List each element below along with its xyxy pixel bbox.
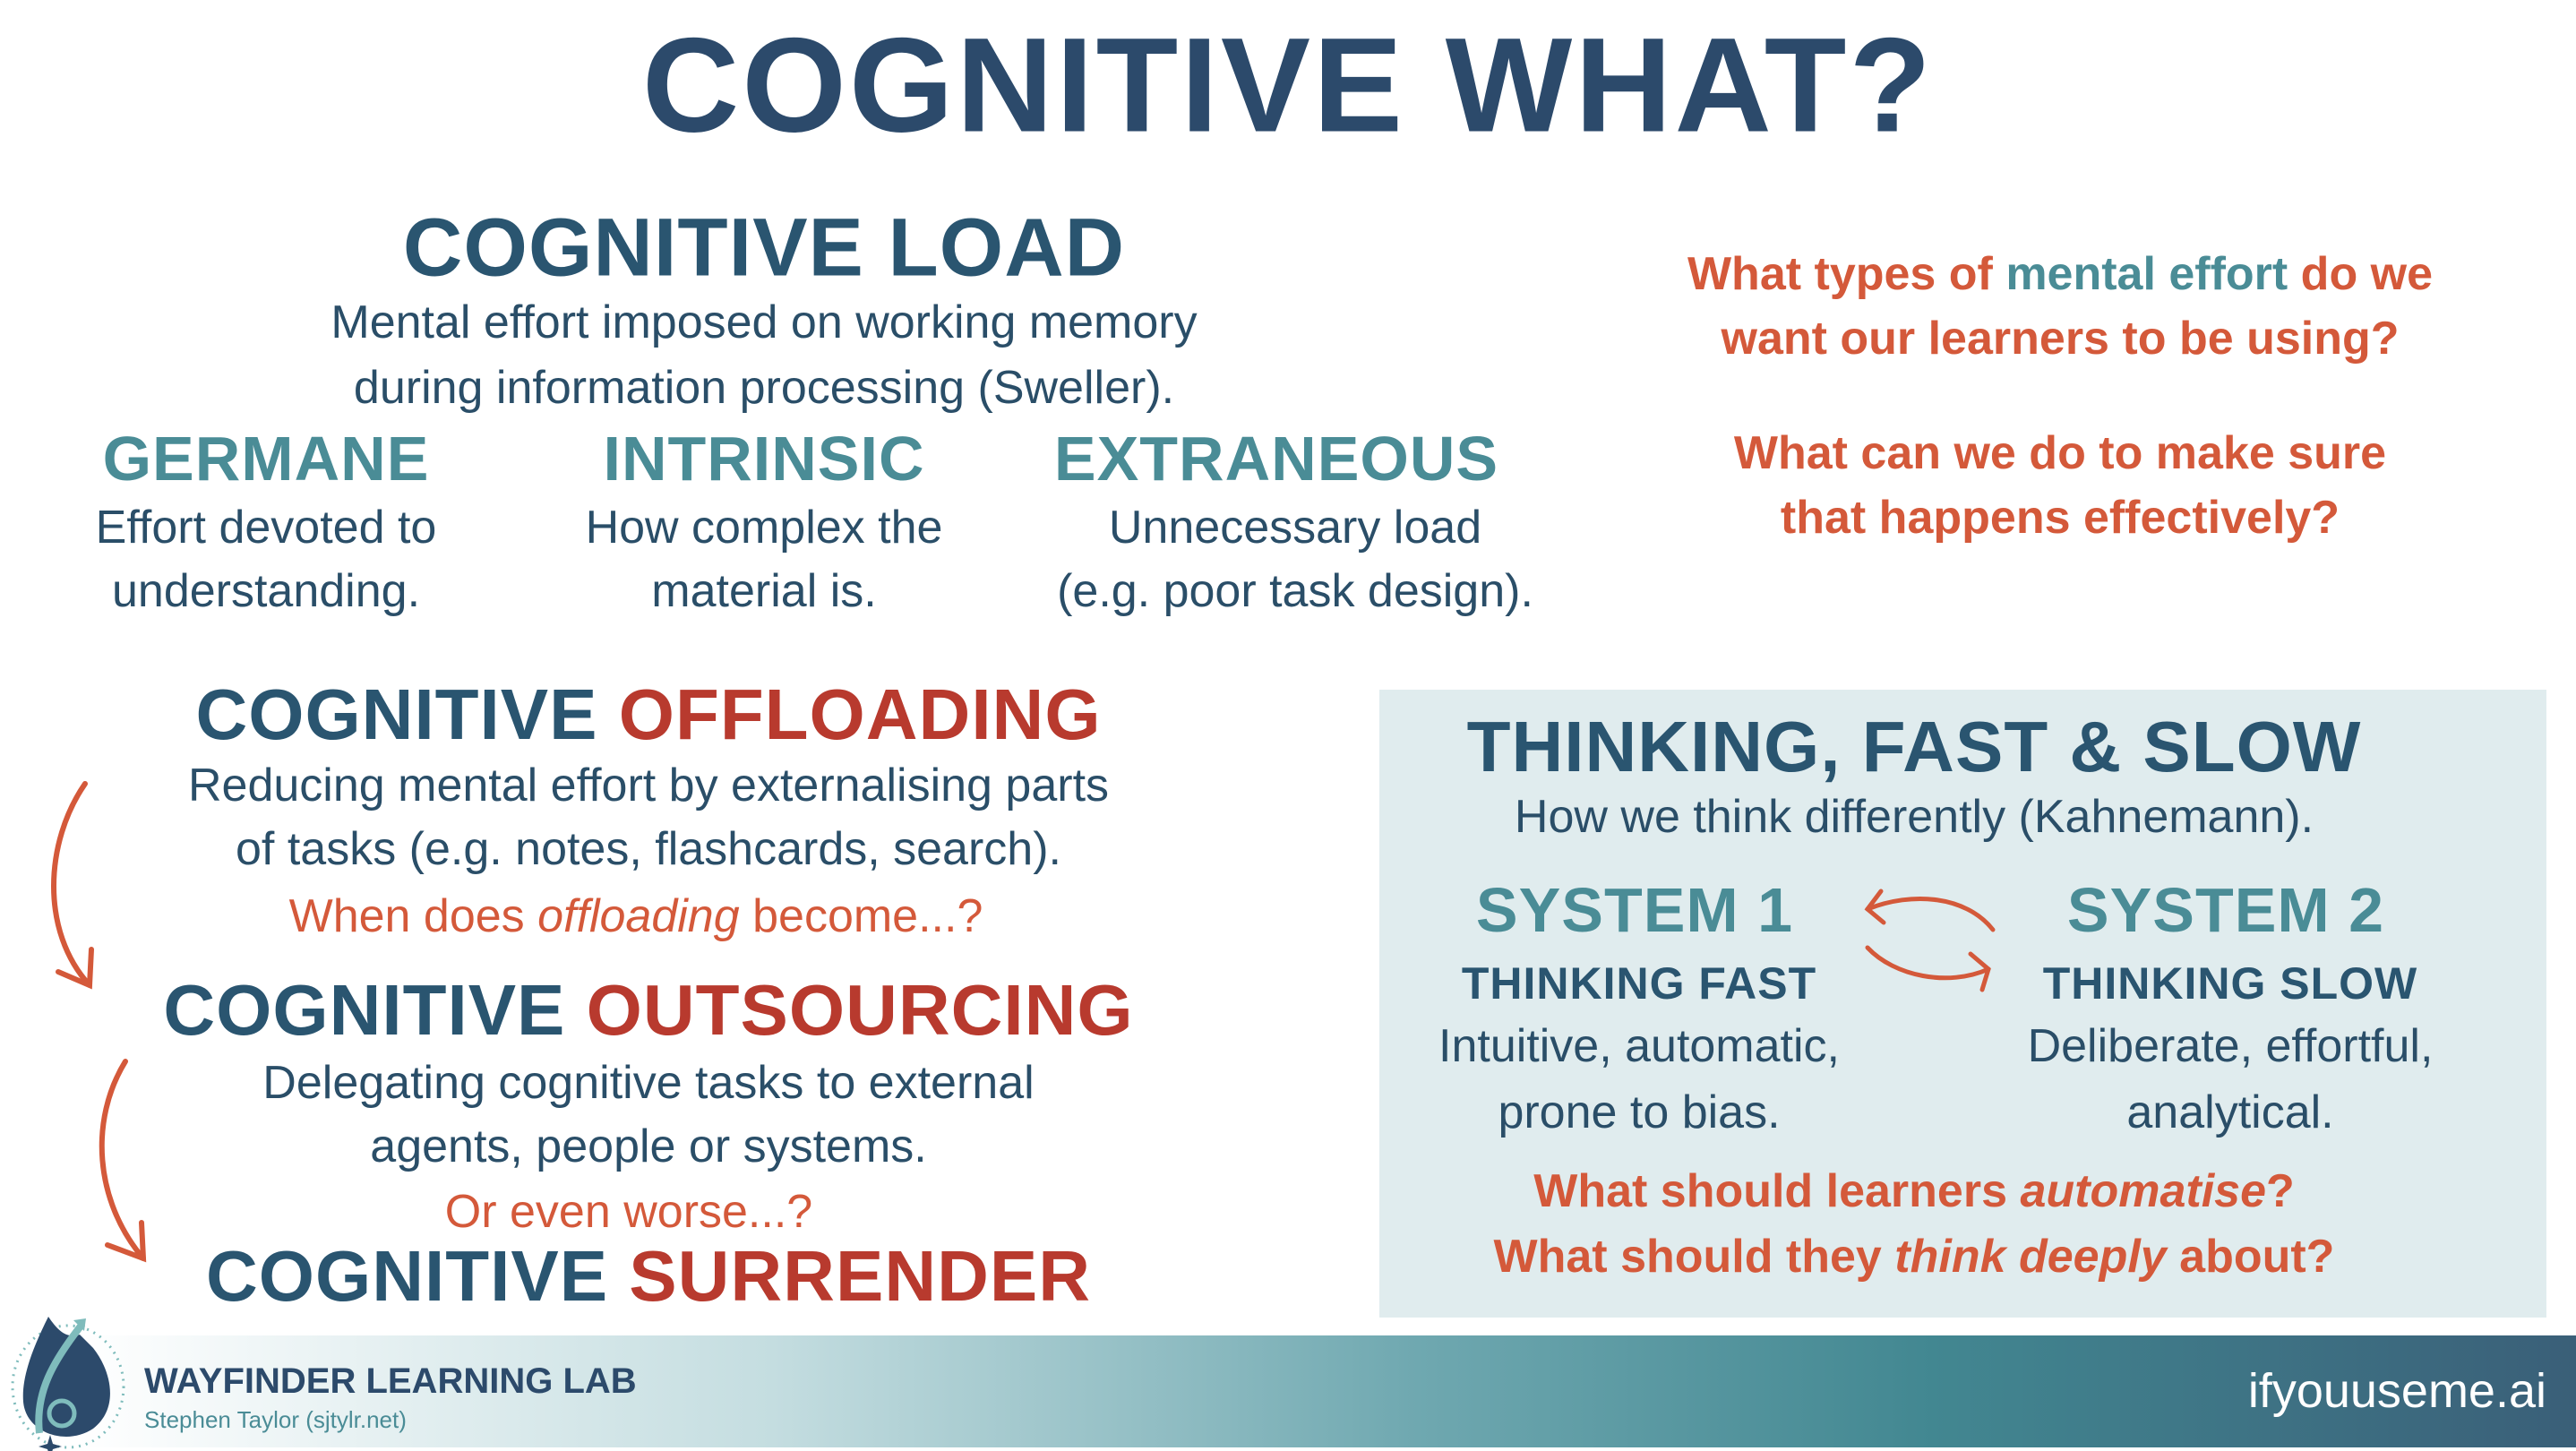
cognitive-load-heading: COGNITIVE LOAD	[402, 202, 1126, 294]
surrender-word: COGNITIVE	[206, 1236, 630, 1316]
think-deeply-question: What should they think deeply about?	[1494, 1230, 2335, 1284]
question-2-line-2: that happens effectively?	[1780, 492, 2340, 544]
outsourcing-word: COGNITIVE	[163, 970, 587, 1050]
offloading-accent: OFFLOADING	[618, 674, 1102, 754]
cognitive-load-desc-2: during information processing (Sweller).	[353, 362, 1175, 414]
offloading-heading: COGNITIVE OFFLOADING	[195, 674, 1101, 756]
system-2-heading: SYSTEM 2	[2066, 875, 2385, 945]
footer-bar	[0, 1335, 2576, 1447]
page-title: COGNITIVE WHAT?	[641, 9, 1935, 160]
q1-text-a: What types of	[1687, 248, 2006, 300]
outsourcing-prompt: Or even worse...?	[444, 1186, 813, 1238]
prompt-c: become...?	[739, 890, 983, 942]
surrender-heading: COGNITIVE SURRENDER	[206, 1235, 1091, 1318]
author-credit: Stephen Taylor (sjtylr.net)	[144, 1406, 407, 1433]
thinking-slow-label: THINKING SLOW	[2042, 958, 2418, 1009]
site-link[interactable]: ifyouuseme.ai	[2247, 1364, 2546, 1418]
germane-line-2: understanding.	[111, 565, 421, 617]
system-2-line-1: Deliberate, effortful,	[2027, 1020, 2434, 1072]
org-name: WAYFINDER LEARNING LAB	[144, 1361, 637, 1401]
cognitive-load-desc-1: Mental effort imposed on working memory	[331, 296, 1198, 348]
germane-heading: GERMANE	[102, 424, 430, 494]
down-arrows-icon	[51, 781, 147, 1263]
q1-highlight: mental effort	[2005, 248, 2288, 300]
offloading-word: COGNITIVE	[195, 674, 619, 754]
question-2-line-1: What can we do to make sure	[1733, 427, 2387, 479]
qa-text-2: automatise	[2020, 1165, 2266, 1217]
extraneous-line-2: (e.g. poor task design).	[1057, 565, 1533, 617]
system-1-line-2: prone to bias.	[1498, 1086, 1781, 1138]
extraneous-heading: EXTRANEOUS	[1053, 424, 1499, 494]
surrender-accent: SURRENDER	[629, 1236, 1091, 1316]
qb-text-2: think deeply	[1894, 1231, 2167, 1283]
system-1-heading: SYSTEM 1	[1475, 875, 1794, 945]
outsourcing-heading: COGNITIVE OUTSOURCING	[163, 969, 1133, 1052]
outsourcing-desc-1: Delegating cognitive tasks to external	[262, 1057, 1035, 1109]
cycle-arrows-icon	[1864, 889, 1996, 992]
question-1-line-1: What types of mental effort do we	[1687, 247, 2433, 301]
q1-text-c: do we	[2288, 248, 2434, 300]
thinking-fast-label: THINKING FAST	[1461, 958, 1817, 1009]
qb-text-3: about?	[2166, 1231, 2335, 1283]
offloading-desc-2: of tasks (e.g. notes, flashcards, search…	[236, 823, 1061, 875]
outsourcing-accent: OUTSOURCING	[586, 970, 1134, 1050]
intrinsic-line-1: How complex the	[585, 502, 943, 554]
thinking-fast-slow-panel	[1379, 690, 2546, 1318]
qb-text-1: What should they	[1493, 1231, 1895, 1283]
offloading-prompt: When does offloading become...?	[289, 889, 983, 943]
wayfinder-logo-icon	[11, 1317, 125, 1451]
automatise-question: What should learners automatise?	[1533, 1164, 2295, 1218]
qa-text-1: What should learners	[1533, 1165, 2021, 1217]
system-2-line-2: analytical.	[2126, 1086, 2334, 1138]
qa-text-3: ?	[2265, 1165, 2295, 1217]
intrinsic-line-2: material is.	[651, 565, 877, 617]
germane-line-1: Effort devoted to	[95, 502, 437, 554]
thinking-heading: THINKING, FAST & SLOW	[1466, 707, 2362, 786]
prompt-b: offloading	[537, 890, 740, 942]
system-1-line-1: Intuitive, automatic,	[1438, 1020, 1840, 1072]
question-1-line-2: want our learners to be using?	[1721, 313, 2400, 365]
intrinsic-heading: INTRINSIC	[603, 424, 925, 494]
outsourcing-desc-2: agents, people or systems.	[370, 1120, 927, 1172]
prompt-a: When does	[288, 890, 538, 942]
extraneous-line-1: Unnecessary load	[1108, 502, 1482, 554]
thinking-subtitle: How we think differently (Kahnemann).	[1514, 791, 2314, 843]
offloading-desc-1: Reducing mental effort by externalising …	[187, 760, 1110, 811]
